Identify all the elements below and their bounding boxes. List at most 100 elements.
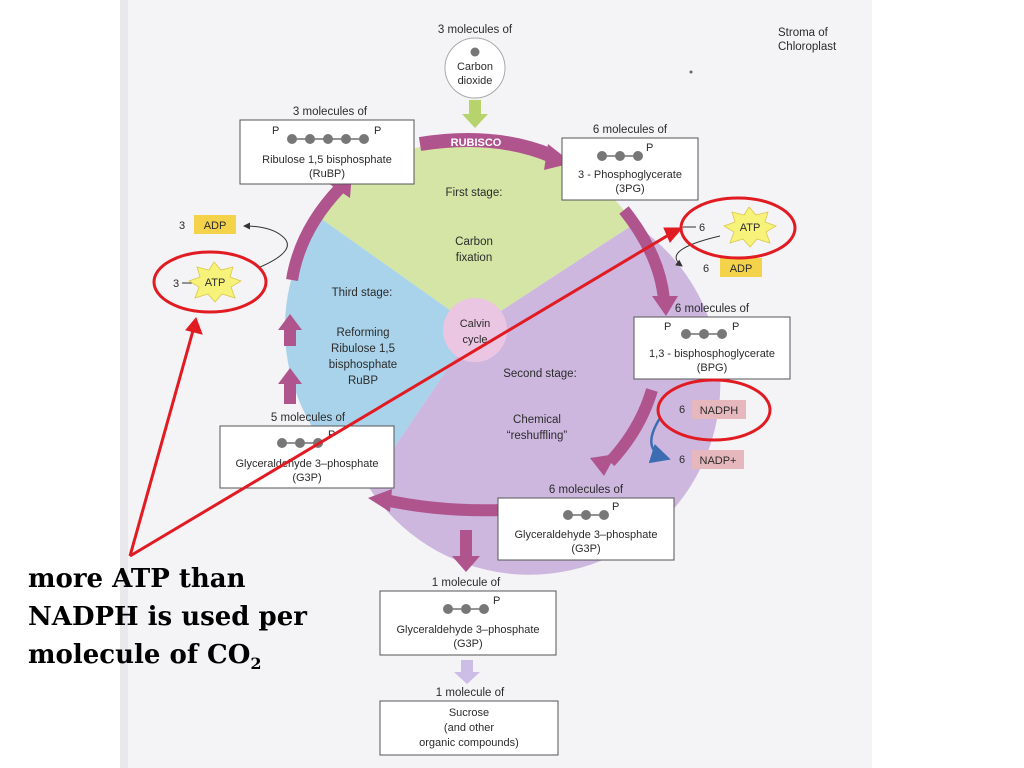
g3p5-carbon-2: [295, 438, 305, 448]
pg3-phosphate: P: [646, 142, 653, 154]
scan-edge: [120, 0, 128, 768]
third-stage-desc-line3: bisphosphate: [329, 359, 397, 371]
sucrose-count: 1 molecule of: [436, 687, 505, 699]
rubp-count: 3 molecules of: [293, 106, 368, 118]
pointer-to-left-atp-head: [185, 317, 203, 335]
nadp-box: [692, 450, 744, 469]
caption-subscript: 2: [250, 654, 262, 673]
stroma-title-line1: Stroma of: [778, 27, 829, 39]
caption-line1: more ATP than: [28, 564, 246, 594]
g3p1-abbr: (G3P): [453, 638, 482, 650]
pg3-carbon-2: [615, 151, 625, 161]
cycle-arrowheads: [278, 144, 678, 572]
atp-right-curve: [675, 235, 721, 267]
bpg-carbon-2: [699, 329, 709, 339]
bpg-box: [633, 316, 791, 380]
second-stage-desc-line2: “reshuffling”: [507, 430, 568, 442]
adp-left-box: [194, 215, 236, 234]
center-label-line1: Calvin: [460, 318, 491, 330]
first-stage-heading: First stage:: [446, 187, 503, 199]
rubp-molecule-chain: P P: [272, 125, 381, 144]
atp-left-label: ATP: [205, 277, 226, 289]
rubisco-label: RUBISCO: [451, 137, 502, 149]
g3p1-name: Glyceraldehyde 3–phosphate: [396, 624, 539, 636]
g3p1-count: 1 molecule of: [432, 577, 501, 589]
co2-input-arrow: [462, 100, 488, 128]
second-stage-arrowhead: [590, 454, 616, 476]
center-label-line2: cycle: [462, 334, 487, 346]
sucrose-name-line1: Sucrose: [449, 707, 489, 719]
pg3-count: 6 molecules of: [593, 124, 668, 136]
nadph-highlight: [656, 378, 772, 442]
adp-right-box: [720, 258, 762, 277]
g3p6-carbon-3: [599, 510, 609, 520]
adp-left-count: 3: [179, 220, 185, 232]
third-stage-desc-line2: Ribulose 1,5: [331, 343, 395, 355]
bpg-phosphate-right: P: [732, 321, 739, 333]
sucrose-box: [379, 700, 559, 756]
rubp-carbon-1: [287, 134, 297, 144]
bpg-phosphate-left: P: [664, 321, 671, 333]
atp-left-count: 3: [173, 278, 179, 290]
calvin-cycle-center: [443, 298, 507, 362]
atp-right-count: 6: [699, 222, 705, 234]
g3p-return-arrowhead: [368, 489, 392, 512]
g3p5-name: Glyceraldehyde 3–phosphate: [235, 458, 378, 470]
g3p5-box: [219, 425, 395, 489]
g3p5-count: 5 molecules of: [271, 412, 346, 424]
rubp-carbon-3: [323, 134, 333, 144]
first-stage-desc-line1: Carbon: [455, 236, 493, 248]
third-stage-desc-line1: Reforming: [336, 327, 389, 339]
g3p1-phosphate: P: [493, 595, 500, 607]
to-sucrose-arrow: [454, 660, 480, 684]
pointer-to-right-atp: [129, 231, 673, 558]
rubp-abbr: (RuBP): [309, 168, 345, 180]
second-stage-heading: Second stage:: [503, 368, 577, 380]
atp-left-curve: [243, 222, 288, 269]
pg3-molecule-chain: P: [597, 142, 653, 161]
co2-name-line2: dioxide: [458, 75, 493, 87]
calvin-cycle-pie: Calvin cycle: [284, 138, 721, 575]
atp-left-burst: [188, 261, 242, 303]
caption-line2: NADPH is used per: [28, 602, 307, 632]
adp-right-label: ADP: [730, 263, 753, 275]
first-stage-sector: [320, 138, 634, 328]
atp-right-label: ATP: [740, 222, 761, 234]
nadph-box: [692, 400, 746, 419]
cycle-arrows: [286, 133, 670, 517]
g3p1-molecule-chain: P: [443, 595, 500, 614]
caption-line3-text: molecule of CO: [28, 640, 251, 670]
nadp-label: NADP+: [700, 455, 737, 467]
third-stage-desc-line4: RuBP: [348, 375, 378, 387]
g3p6-box: [497, 497, 675, 561]
atp-right-burst: [723, 206, 777, 248]
g3p6-count: 6 molecules of: [549, 484, 624, 496]
rubp-carbon-5: [359, 134, 369, 144]
carbon-atom: [470, 47, 480, 57]
bpg-abbr: (BPG): [697, 362, 728, 374]
nadph-blue-arrow: [648, 417, 671, 464]
up-arrow-lower: [278, 368, 302, 404]
speck-dot: [689, 70, 693, 74]
bpg-name: 1,3 - bisphosphoglycerate: [649, 348, 775, 360]
pg3-carbon-1: [597, 151, 607, 161]
adp-right-count: 6: [703, 263, 709, 275]
caption-text: more ATP than NADPH is used per molecule…: [28, 560, 373, 683]
first-stage-arrowhead: [652, 296, 678, 316]
third-stage-heading: Third stage:: [332, 287, 393, 299]
third-stage-sector: [284, 218, 475, 486]
g3p6-carbon-2: [581, 510, 591, 520]
stroma-title-line2: Chloroplast: [778, 41, 837, 53]
pg3-carbon-3: [633, 151, 643, 161]
second-stage-arc-arrow: [605, 388, 658, 467]
rubp-phosphate-left: P: [272, 125, 279, 137]
pg3-box: [561, 137, 699, 201]
up-arrow-upper: [278, 314, 302, 346]
rubp-name: Ribulose 1,5 bisphosphate: [262, 154, 392, 166]
rubp-box: [239, 119, 415, 185]
sucrose-name-line2: (and other: [444, 722, 494, 734]
pointer-to-right-atp-head: [663, 227, 684, 243]
red-pointer-arrows: [128, 227, 684, 558]
sucrose-name-line3: organic compounds): [419, 737, 519, 749]
